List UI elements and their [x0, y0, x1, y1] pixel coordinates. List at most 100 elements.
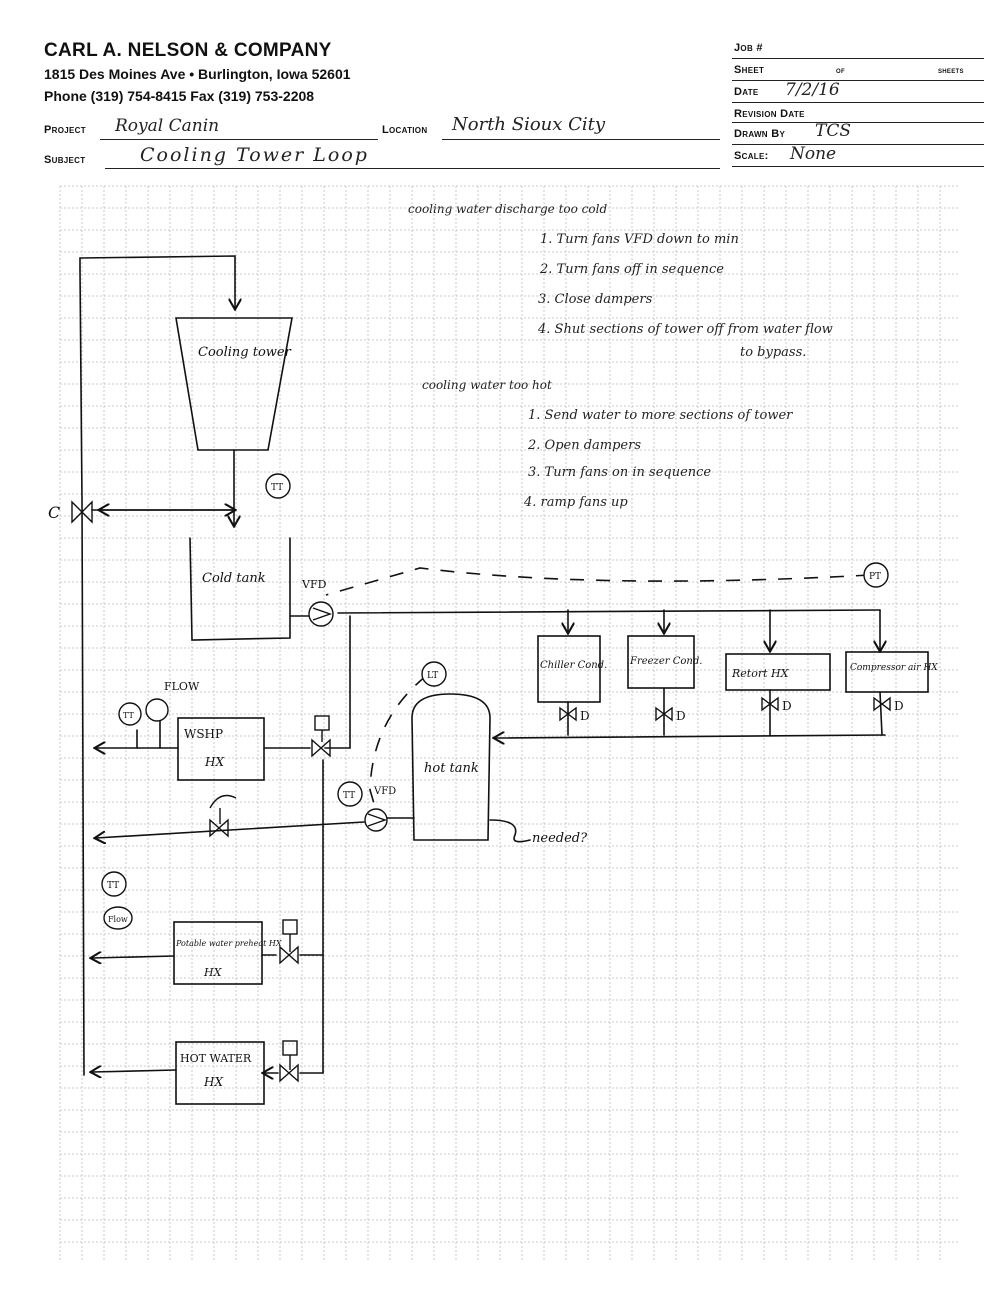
- cold-note-4: 4. Shut sections of tower off from water…: [538, 322, 833, 337]
- d-label: D: [676, 709, 686, 723]
- subject-value: Cooling Tower Loop: [140, 144, 369, 166]
- flow-label: FLOW: [164, 680, 200, 693]
- job-label: Job #: [734, 42, 763, 54]
- scale-line: [732, 166, 984, 167]
- tt-label: TT: [343, 791, 355, 801]
- wshp-hx-label: HX: [204, 755, 224, 769]
- d-label: D: [894, 699, 904, 713]
- sheet-label: Sheet: [734, 64, 765, 76]
- project-line: [100, 139, 378, 140]
- valve-icon: [559, 706, 577, 722]
- valve-icon: [761, 696, 779, 712]
- cold-tank-shape: [189, 537, 291, 641]
- location-value: North Sioux City: [452, 114, 606, 135]
- valve-icon: [71, 500, 93, 524]
- cooling-tower-shape: [175, 317, 293, 451]
- hot-tank-label: hot tank: [424, 761, 479, 776]
- cold-note-4b: to bypass.: [740, 345, 807, 360]
- sheets-label: sheets: [938, 65, 964, 75]
- location-label: Location: [382, 124, 428, 136]
- scale-label: Scale:: [734, 150, 769, 162]
- retort-hx-box: [725, 653, 831, 691]
- hot-note-2: 2. Open dampers: [528, 438, 642, 453]
- hot-note-title: cooling water too hot: [422, 378, 552, 392]
- revision-line: [732, 122, 984, 123]
- flow-icon: [103, 906, 133, 930]
- valve-icon: [311, 738, 331, 758]
- cooling-tower-label: Cooling tower: [198, 345, 292, 360]
- retort-label: Retort HX: [731, 667, 790, 680]
- tower-supply-pipe: [79, 255, 235, 308]
- hot-note-4: 4. ramp fans up: [524, 495, 628, 510]
- valve-icon: [209, 818, 229, 838]
- project-label: Project: [44, 124, 86, 136]
- company-address: 1815 Des Moines Ave • Burlington, Iowa 5…: [44, 66, 351, 82]
- tt-icon: [101, 871, 127, 897]
- chiller-cond-box: [537, 635, 601, 703]
- tt-icon: [118, 702, 142, 726]
- lt-icon: [421, 661, 447, 687]
- vfd-label: VFD: [373, 786, 396, 797]
- needed-label: needed?: [532, 831, 588, 846]
- vfd-label: VFD: [301, 578, 327, 591]
- of-label: of: [836, 65, 845, 75]
- valve-icon: [873, 696, 891, 712]
- hot-note-1: 1. Send water to more sections of tower: [528, 408, 793, 423]
- return-header: [495, 735, 886, 738]
- hot-return-line: [96, 821, 365, 838]
- valve-icon: [655, 706, 673, 722]
- cold-note-1: 1. Turn fans VFD down to min: [540, 232, 739, 247]
- tt-icon: [337, 781, 363, 807]
- project-value: Royal Canin: [115, 116, 220, 136]
- c-label: C: [48, 503, 60, 522]
- d-label: D: [580, 709, 590, 723]
- drawn-label: Drawn By: [734, 128, 786, 140]
- drawn-line: [732, 144, 984, 145]
- revision-label: Revision Date: [734, 108, 805, 120]
- tt-label: TT: [271, 483, 283, 493]
- pt-label: PT: [869, 572, 881, 582]
- tt-label: TT: [107, 881, 119, 891]
- hot-water-hx-label: HX: [203, 1075, 223, 1089]
- sheet-line: [732, 80, 984, 81]
- compressor-label: Compressor air HX: [850, 663, 938, 673]
- flow-label: Flow: [108, 915, 128, 924]
- potable-label: Potable water preheat HX: [175, 939, 282, 948]
- date-line: [732, 102, 984, 103]
- subject-line: [105, 168, 720, 169]
- wshp-box: [177, 717, 265, 781]
- valve-icon: [279, 1063, 299, 1083]
- compressor-hx-box: [845, 651, 929, 693]
- chiller-label: Chiller Cond.: [540, 660, 607, 671]
- lt-label: LT: [427, 671, 438, 681]
- valve-icon: [279, 945, 299, 965]
- freezer-label: Freezer Cond.: [629, 656, 702, 667]
- subject-label: Subject: [44, 154, 86, 166]
- d-label: D: [782, 699, 792, 713]
- tt-label: TT: [123, 711, 134, 720]
- left-main-pipe: [79, 269, 85, 1076]
- company-phone: Phone (319) 754-8415 Fax (319) 753-2208: [44, 88, 315, 104]
- job-line: [732, 58, 984, 59]
- cold-tank-label: Cold tank: [202, 571, 266, 586]
- hot-note-3: 3. Turn fans on in sequence: [528, 465, 712, 480]
- freezer-cond-box: [627, 635, 695, 689]
- drawn-value: TCS: [815, 121, 851, 141]
- cold-note-2: 2. Turn fans off in sequence: [540, 262, 724, 277]
- potable-hx-box: [173, 921, 263, 985]
- potable-hx-label: HX: [203, 966, 223, 979]
- supply-header: [337, 609, 881, 614]
- location-line: [442, 139, 720, 140]
- flow-icon: [145, 698, 169, 722]
- hot-water-label: HOT WATER: [180, 1052, 252, 1065]
- hot-tank-shape: [411, 693, 491, 841]
- date-value: 7/2/16: [785, 80, 840, 100]
- pt-control-line: [325, 567, 871, 596]
- pt-icon: [863, 562, 889, 588]
- company-name: CARL A. NELSON & COMPANY: [44, 40, 332, 61]
- scale-value: None: [790, 144, 837, 164]
- cold-note-title: cooling water discharge too cold: [408, 202, 608, 216]
- wshp-label: WSHP: [184, 727, 223, 741]
